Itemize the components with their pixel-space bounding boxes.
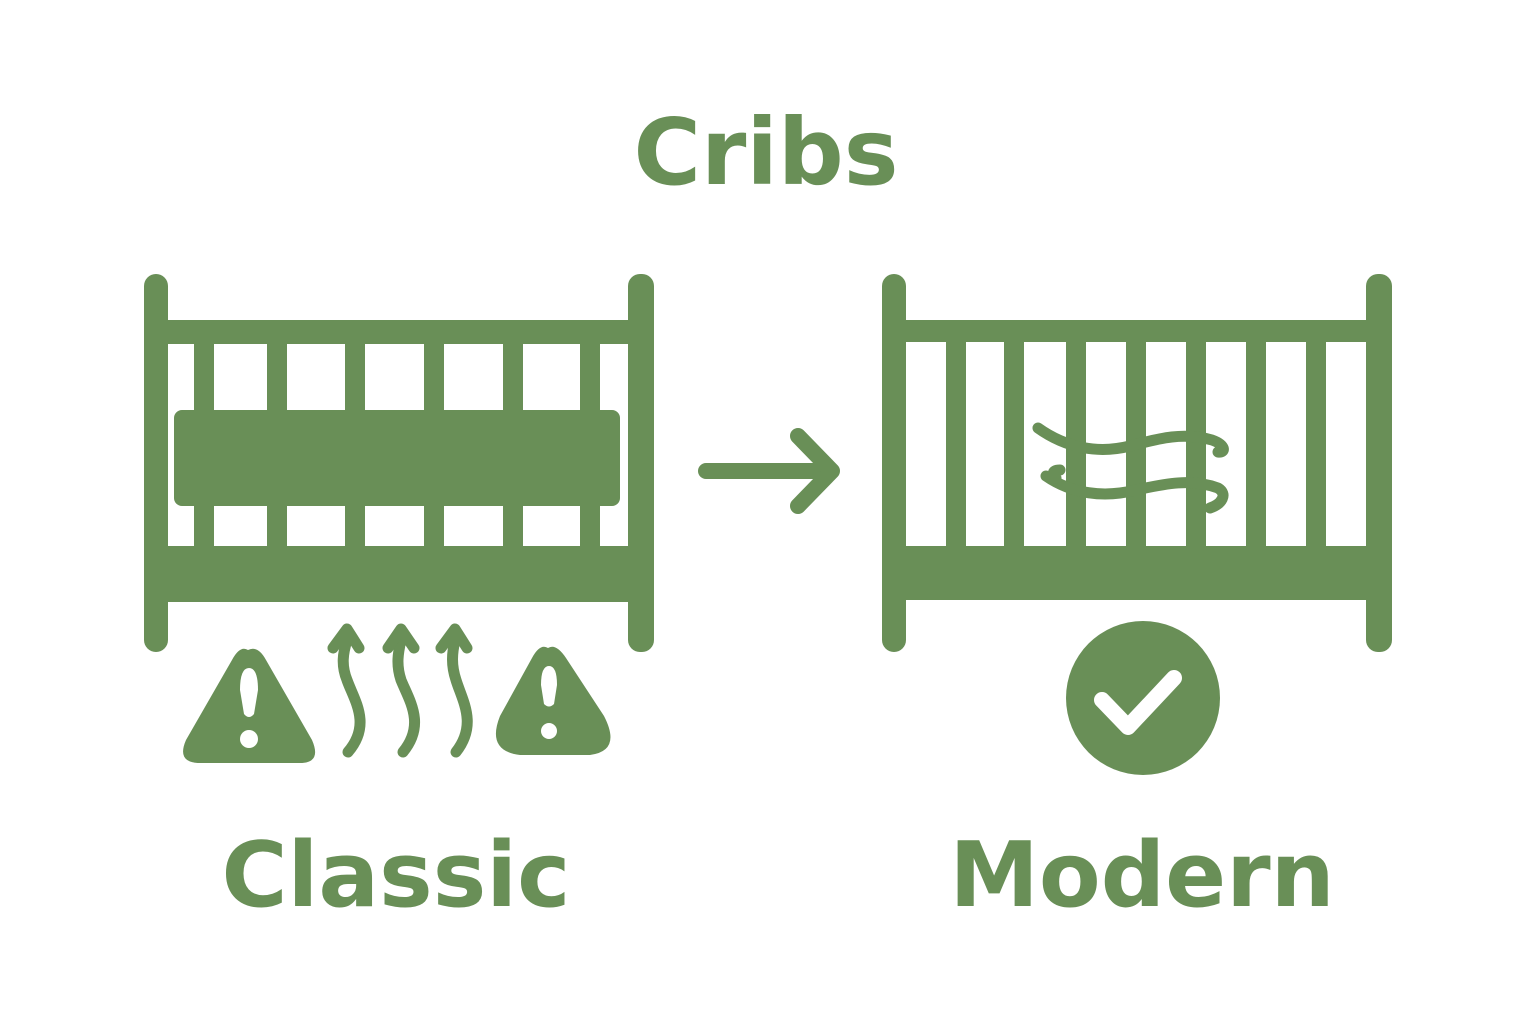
classic-crib-base: [160, 546, 636, 602]
classic-label: Classic: [222, 823, 571, 928]
arrow-right-icon: [698, 428, 840, 514]
modern-crib-base: [898, 546, 1374, 600]
modern-crib-slat: [1246, 338, 1266, 552]
airflow-waves-icon: [1032, 422, 1229, 514]
modern-crib-icon: [882, 274, 1392, 652]
modern-crib-slat: [1306, 338, 1326, 552]
classic-crib-bumper: [174, 410, 620, 506]
warning-triangle-icon: [495, 646, 611, 755]
classic-crib-top-rail: [160, 320, 636, 344]
warning-triangle-icon: [183, 648, 316, 763]
rising-heat-arrows-icon: [327, 623, 473, 758]
modern-crib-slat: [1004, 338, 1024, 552]
modern-crib-slat: [946, 338, 966, 552]
classic-crib-icon: [144, 274, 654, 652]
diagram-title: Cribs: [633, 99, 898, 206]
modern-crib-top-rail: [898, 320, 1374, 342]
modern-crib-slat: [1186, 338, 1206, 552]
check-circle-icon: [1066, 621, 1220, 775]
modern-label: Modern: [949, 823, 1334, 928]
